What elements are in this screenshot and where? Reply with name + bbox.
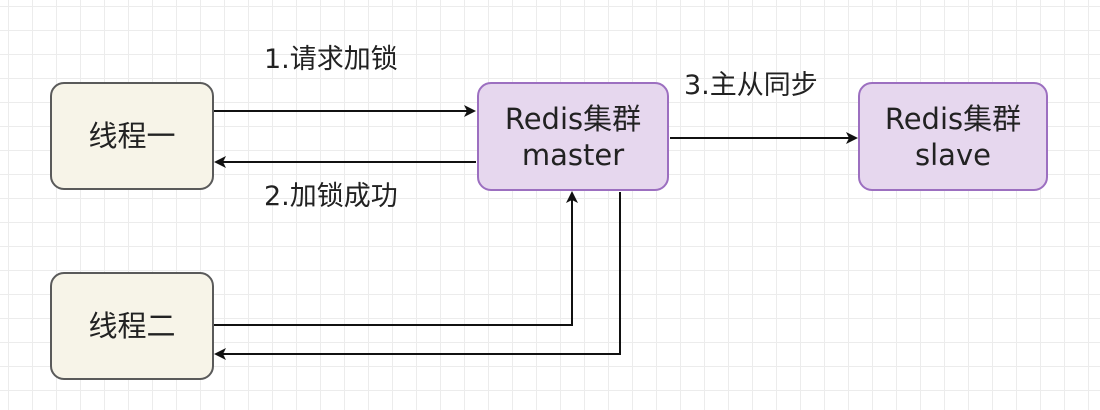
- node-thread-two-label: 线程二: [88, 309, 176, 343]
- edge-master-to-thread-two: [214, 192, 621, 360]
- node-redis-slave[interactable]: Redis集群 slave: [858, 82, 1048, 191]
- node-thread-two[interactable]: 线程二: [50, 272, 214, 380]
- edge-thread-two-to-master: [214, 191, 578, 326]
- edge-label-request-lock: 1.请求加锁: [264, 44, 398, 75]
- node-thread-one-label: 线程一: [88, 119, 176, 153]
- edge-label-lock-success: 2.加锁成功: [264, 181, 398, 212]
- node-redis-master-line2: master: [521, 137, 625, 172]
- node-redis-slave-line1: Redis集群: [884, 101, 1022, 136]
- node-thread-one[interactable]: 线程一: [50, 82, 214, 190]
- node-redis-master[interactable]: Redis集群 master: [477, 82, 669, 191]
- node-redis-slave-line2: slave: [915, 137, 991, 172]
- edge-label-master-slave-sync: 3.主从同步: [684, 70, 818, 101]
- node-redis-master-line1: Redis集群: [504, 101, 642, 136]
